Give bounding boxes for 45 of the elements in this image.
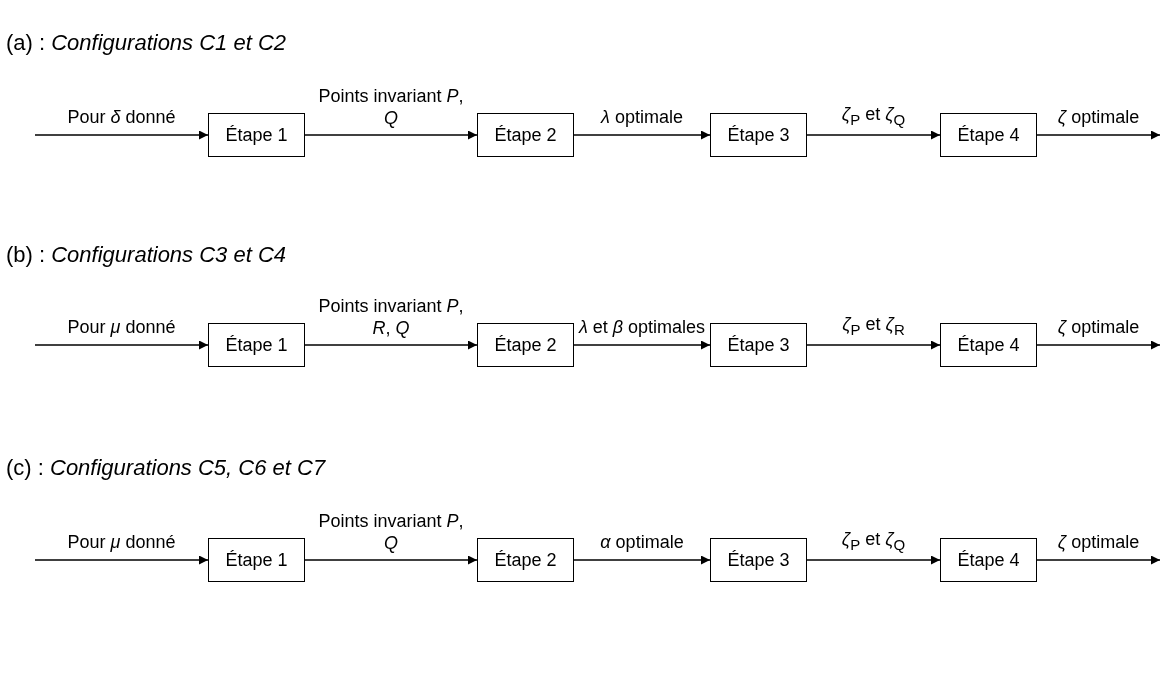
arrow	[304, 555, 478, 565]
edge-label: ζ$_{P}$ et ζ$_{Q}$	[840, 529, 907, 554]
process-box: Étape 4	[940, 323, 1037, 367]
edge-label: λ et β optimales	[577, 317, 707, 339]
edge-label: α optimale	[599, 532, 685, 554]
row-heading: (b) : Configurations C3 et C4	[6, 242, 287, 268]
process-box: Étape 1	[208, 113, 305, 157]
arrow	[573, 340, 711, 350]
process-box: Étape 2	[477, 538, 574, 582]
arrow	[806, 130, 941, 140]
row-heading: (a) : Configurations C1 et C2	[6, 30, 287, 56]
arrow	[806, 555, 941, 565]
row-heading: (c) : Configurations C5, C6 et C7	[6, 455, 326, 481]
process-box: Étape 3	[710, 323, 807, 367]
process-box: Étape 3	[710, 113, 807, 157]
edge-label: ζ optimale	[1056, 532, 1141, 554]
arrow	[304, 130, 478, 140]
edge-label: ζ$_{P}$ et ζ$_{R}$	[841, 314, 906, 339]
process-box: Étape 4	[940, 538, 1037, 582]
edge-label: Points invariant P, Q	[317, 511, 465, 555]
arrow	[34, 340, 209, 350]
arrow	[573, 555, 711, 565]
edge-label: Pour μ donné	[66, 317, 177, 339]
edge-label: Pour δ donné	[66, 107, 177, 129]
process-box: Étape 1	[208, 323, 305, 367]
edge-label: Points invariant P, Q	[317, 86, 465, 130]
arrow	[573, 130, 711, 140]
arrow	[1036, 340, 1161, 350]
process-box: Étape 1	[208, 538, 305, 582]
edge-label: Points invariant P, R, Q	[317, 296, 465, 340]
edge-label: ζ optimale	[1056, 107, 1141, 129]
process-box: Étape 2	[477, 113, 574, 157]
arrow	[34, 555, 209, 565]
edge-label: Pour μ donné	[66, 532, 177, 554]
process-box: Étape 3	[710, 538, 807, 582]
arrow	[34, 130, 209, 140]
arrow	[806, 340, 941, 350]
arrow	[1036, 555, 1161, 565]
edge-label: ζ$_{P}$ et ζ$_{Q}$	[840, 104, 907, 129]
arrow	[304, 340, 478, 350]
arrow	[1036, 130, 1161, 140]
process-box: Étape 2	[477, 323, 574, 367]
edge-label: ζ optimale	[1056, 317, 1141, 339]
edge-label: λ optimale	[599, 107, 684, 129]
process-box: Étape 4	[940, 113, 1037, 157]
